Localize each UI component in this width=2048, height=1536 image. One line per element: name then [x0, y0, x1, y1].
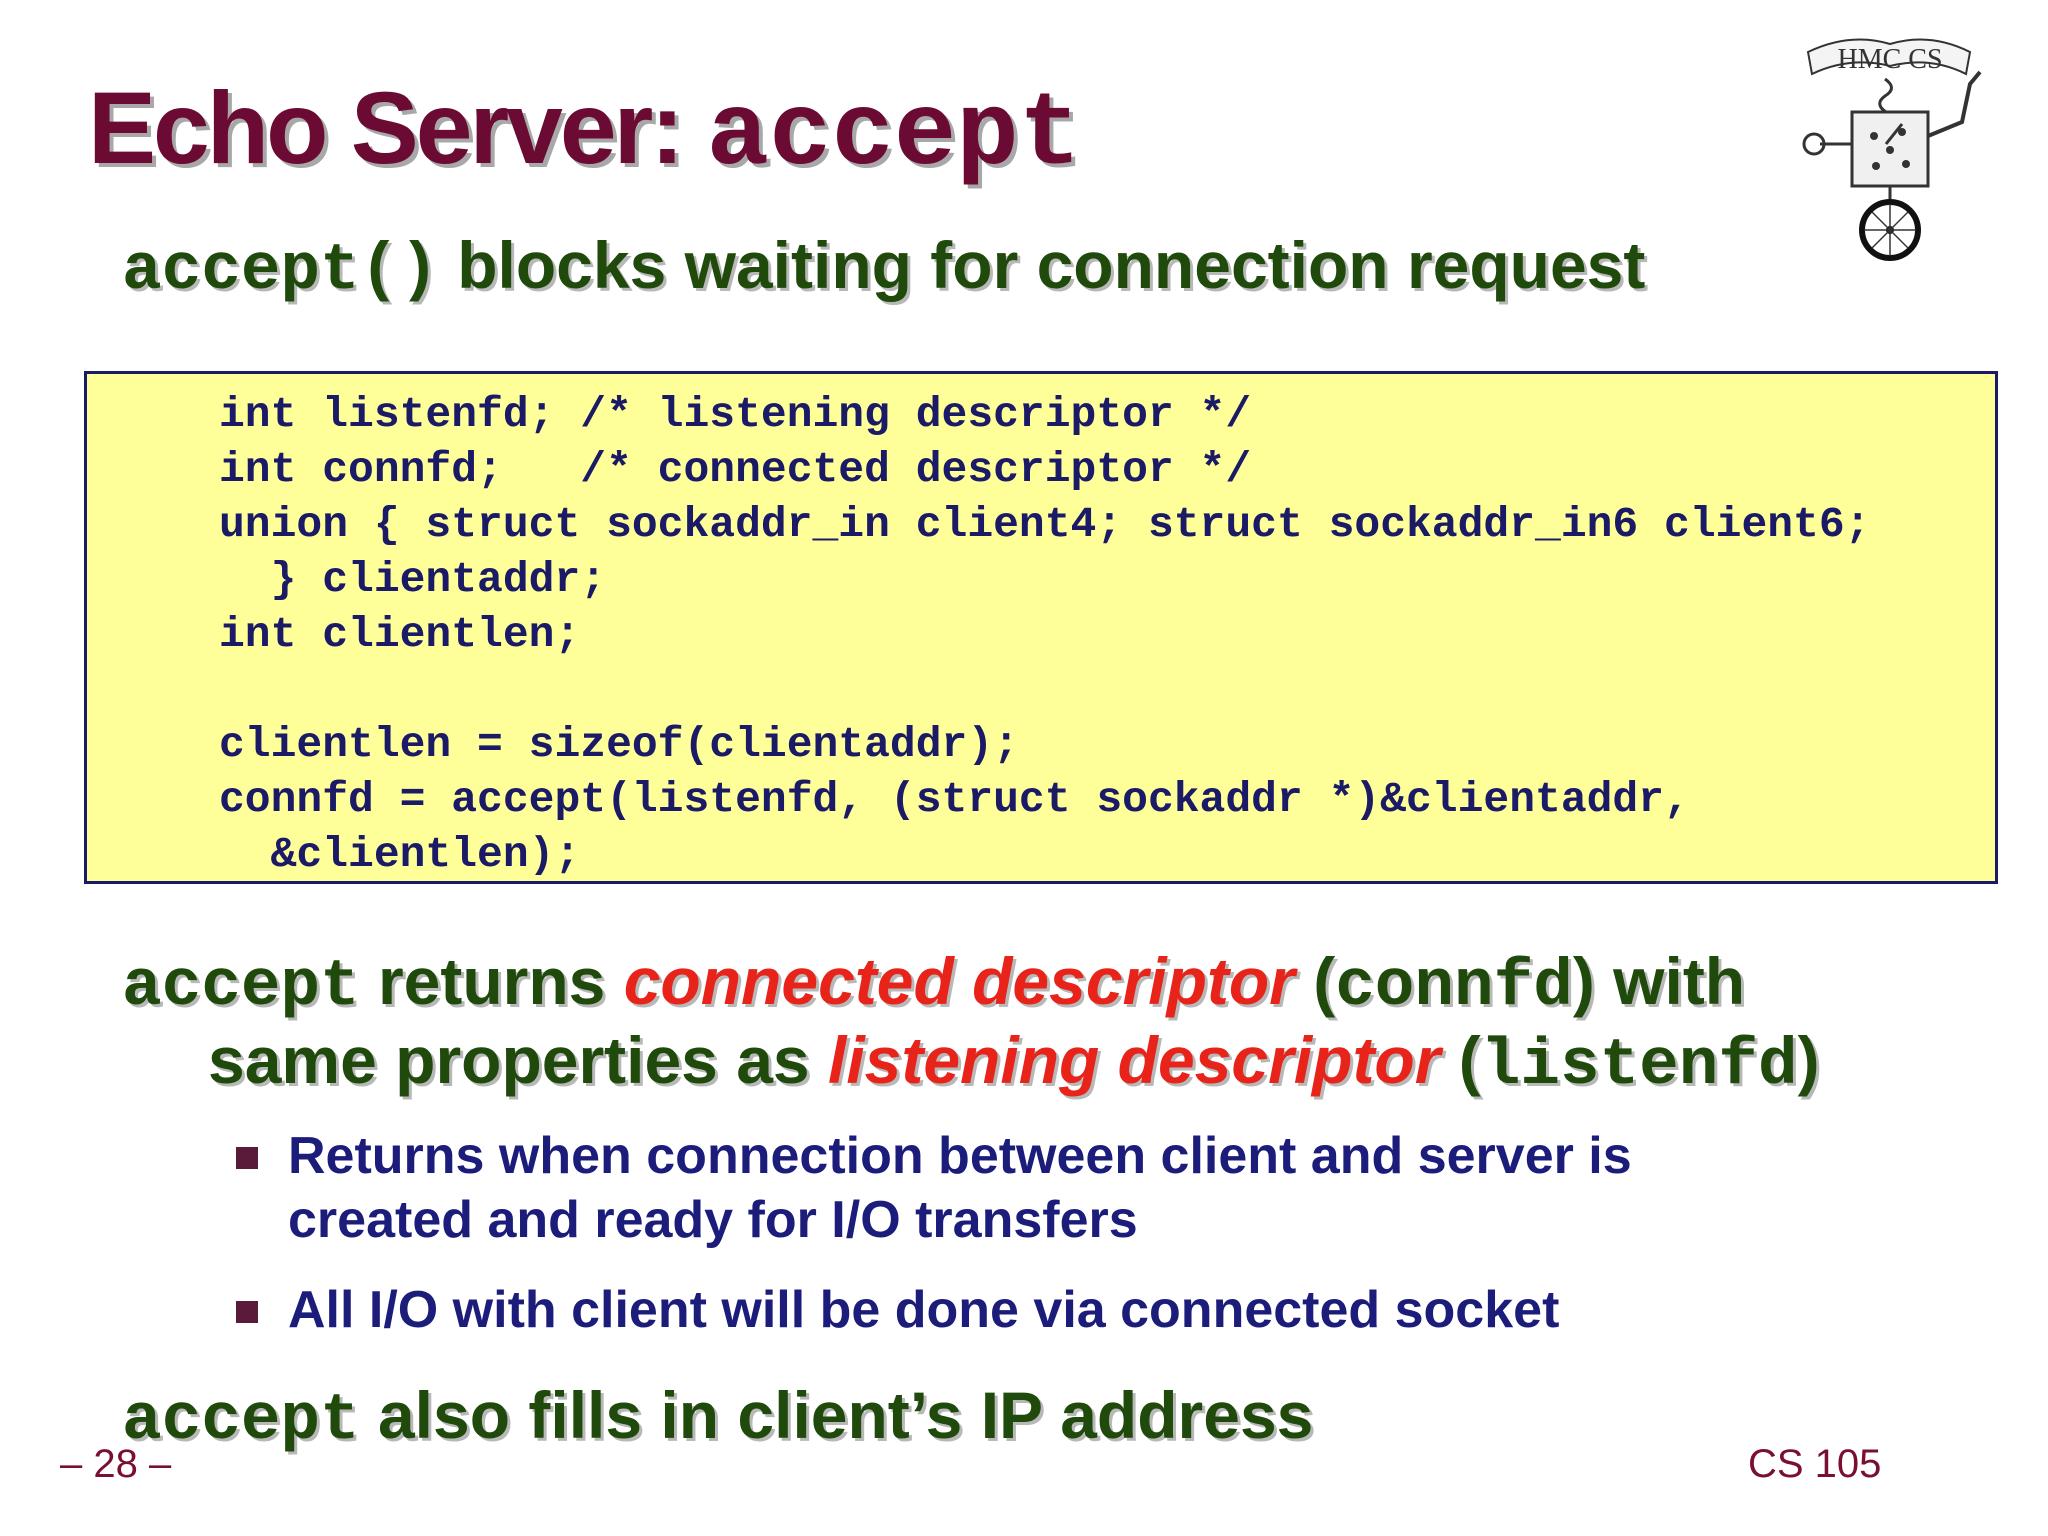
code-line: union { struct sockaddr_in client4; stru… — [219, 500, 1871, 549]
bullet2-text: ( — [1440, 1023, 1481, 1097]
bullet3-code: accept — [122, 1383, 360, 1458]
logo-text: HMC CS — [1837, 44, 1942, 75]
page-number: – 28 – — [60, 1442, 172, 1486]
code-line: &clientlen); — [219, 830, 581, 879]
hmc-cs-robot-logo: HMC CS — [1802, 38, 1982, 261]
bullet1-text: blocks waiting for connection request — [438, 228, 1646, 302]
bullet2-text: ) with — [1572, 944, 1746, 1018]
bullet2-text: ( — [1294, 944, 1336, 1018]
bullet-accept-returns: accept returns connected descriptor (con… — [122, 942, 1745, 1026]
title-text: Echo Server: — [88, 71, 707, 185]
code-line: } clientaddr; — [219, 555, 607, 604]
square-bullet-icon — [236, 1147, 258, 1169]
square-bullet-icon — [236, 1301, 258, 1323]
connected-descriptor-term: connected descriptor — [623, 944, 1295, 1018]
bullet-accept-blocks: accept() blocks waiting for connection r… — [122, 226, 1645, 310]
bullet2-code: accept — [122, 949, 360, 1024]
bullet2-text: returns — [359, 944, 624, 1018]
code-line: clientlen = sizeof(clientaddr); — [219, 720, 1019, 769]
code-line: int clientlen; — [219, 610, 581, 659]
bullet1-code: accept() — [122, 233, 439, 308]
bullet2-text: same properties as — [208, 1023, 828, 1097]
listening-descriptor-term: listening descriptor — [827, 1023, 1441, 1097]
code-line: int listenfd; /* listening descriptor */ — [219, 390, 1252, 439]
bullet2-text: ) — [1797, 1023, 1820, 1097]
sub-bullet-line: All I/O with client will be done via con… — [288, 1281, 1560, 1339]
listenfd-code: listenfd — [1480, 1028, 1798, 1103]
bullet3-text: also fills in client’s IP address — [359, 1378, 1314, 1452]
bullet-accept-returns-cont: same properties as listening descriptor … — [208, 1021, 1820, 1105]
course-label: CS 105 — [1748, 1442, 1882, 1486]
connfd-code: connfd — [1335, 949, 1573, 1024]
code-line: connfd = accept(listenfd, (struct sockad… — [219, 775, 1690, 824]
sub-bullet-line: created and ready for I/O transfers — [288, 1191, 1138, 1249]
sub-bullet-line: Returns when connection between client a… — [288, 1127, 1632, 1185]
bullet-accept-fills: accept also fills in client’s IP address — [122, 1376, 1313, 1460]
title-code: accept — [706, 77, 1082, 195]
code-line: int connfd; /* connected descriptor */ — [219, 445, 1252, 494]
slide-title: Echo Server: accept — [88, 70, 1081, 195]
code-block: int listenfd; /* listening descriptor */… — [84, 371, 1998, 884]
